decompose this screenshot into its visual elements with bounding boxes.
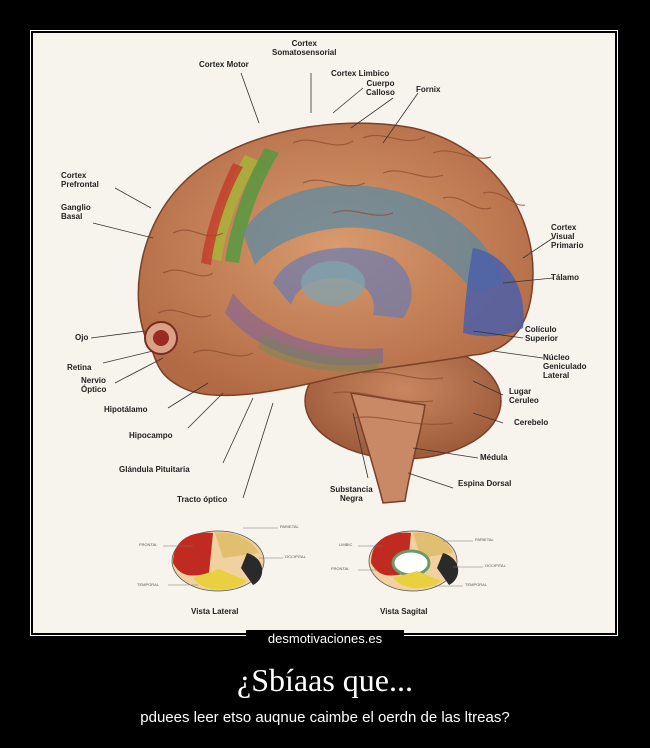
- label-hipocampo: Hipocampo: [129, 431, 173, 440]
- lateral-view-caption: Vista Lateral: [191, 607, 239, 616]
- red-band: [201, 163, 243, 265]
- leader-lines: [90, 72, 554, 499]
- poster-subtitle: pduees leer etso auqnue caimbe el oerdn …: [140, 709, 510, 726]
- lateral-label-temporal: TEMPORAL: [137, 582, 160, 587]
- label-fornix: Fornix: [416, 85, 441, 94]
- sagittal-label-parietal: PARIETAL: [475, 537, 494, 542]
- label-medula: Médula: [480, 453, 508, 462]
- sagittal-label-limbic: LIMBIC: [339, 542, 353, 547]
- label-corteza-motora: Cortex Motor: [199, 60, 249, 69]
- label-corteza-somatosensorial: Cortex Somatosensorial: [272, 39, 337, 57]
- sagittal-view-caption: Vista Sagital: [380, 607, 428, 616]
- label-retina: Retina: [67, 363, 92, 372]
- label-ojo: Ojo: [75, 333, 89, 342]
- label-corteza-limbica: Cortex Limbico: [331, 69, 390, 78]
- label-cerebelo: Cerebelo: [514, 418, 549, 427]
- sagittal-label-frontal: FRONTAL: [331, 566, 350, 571]
- label-hipotalamo: Hipotálamo: [104, 405, 148, 414]
- brain-stem: [349, 392, 426, 504]
- label-talamo: Tálamo: [551, 273, 580, 282]
- label-espina-dorsal: Espina Dorsal: [458, 479, 512, 488]
- label-ganglio-basal: Ganglio Basal: [61, 203, 91, 221]
- label-tracto-optico: Tracto óptico: [177, 495, 228, 504]
- sagittal-label-temporal: TEMPORAL: [465, 582, 488, 587]
- label-lugar-ceruleo: Lugar Ceruleo: [509, 387, 539, 405]
- watermark-logo: desmotivaciones.es: [246, 630, 404, 648]
- label-corteza-visual: Cortex Visual Primario: [551, 223, 584, 250]
- lateral-label-occipital: OCCIPITAL: [285, 554, 306, 559]
- label-cuerpo-calloso: Cuerpo Calloso: [366, 79, 395, 97]
- sagittal-label-occipital: OCCIPITAL: [485, 563, 506, 568]
- inner-limbic: [273, 247, 412, 318]
- somatosensory-band: [225, 148, 279, 263]
- label-substancia-negra: Substancia Negra: [330, 485, 373, 503]
- poster-title: ¿Sbíaas que...: [237, 662, 413, 698]
- basal-region: [225, 293, 383, 366]
- limbic-cortex: [243, 185, 503, 293]
- brain-illustration: [90, 72, 554, 592]
- sagittal-view-brain: [368, 530, 459, 592]
- gyri-texture: [157, 134, 526, 425]
- small-leader-lines: [163, 527, 483, 587]
- lateral-label-parietal: PARIETAL: [280, 524, 299, 529]
- label-nervio-optico: Nervio Óptico: [81, 376, 107, 394]
- label-corteza-prefrontal: Cortex Prefrontal: [61, 171, 99, 189]
- label-coliculo-superior: Colículo Superior: [525, 325, 558, 343]
- lateral-view-brain: [171, 530, 265, 592]
- thalamus: [301, 261, 365, 305]
- label-glandula-pituitaria: Glándula Pituitaria: [119, 465, 190, 474]
- brain-diagram: Cortex Motor Cortex Somatosensorial Cort…: [33, 33, 615, 633]
- label-nucleo-geniculado: Núcleo Geniculado Lateral: [543, 353, 587, 380]
- visual-cortex: [463, 248, 524, 337]
- hippocampus-region: [258, 333, 383, 372]
- lateral-label-frontal: FRONTAL: [139, 542, 158, 547]
